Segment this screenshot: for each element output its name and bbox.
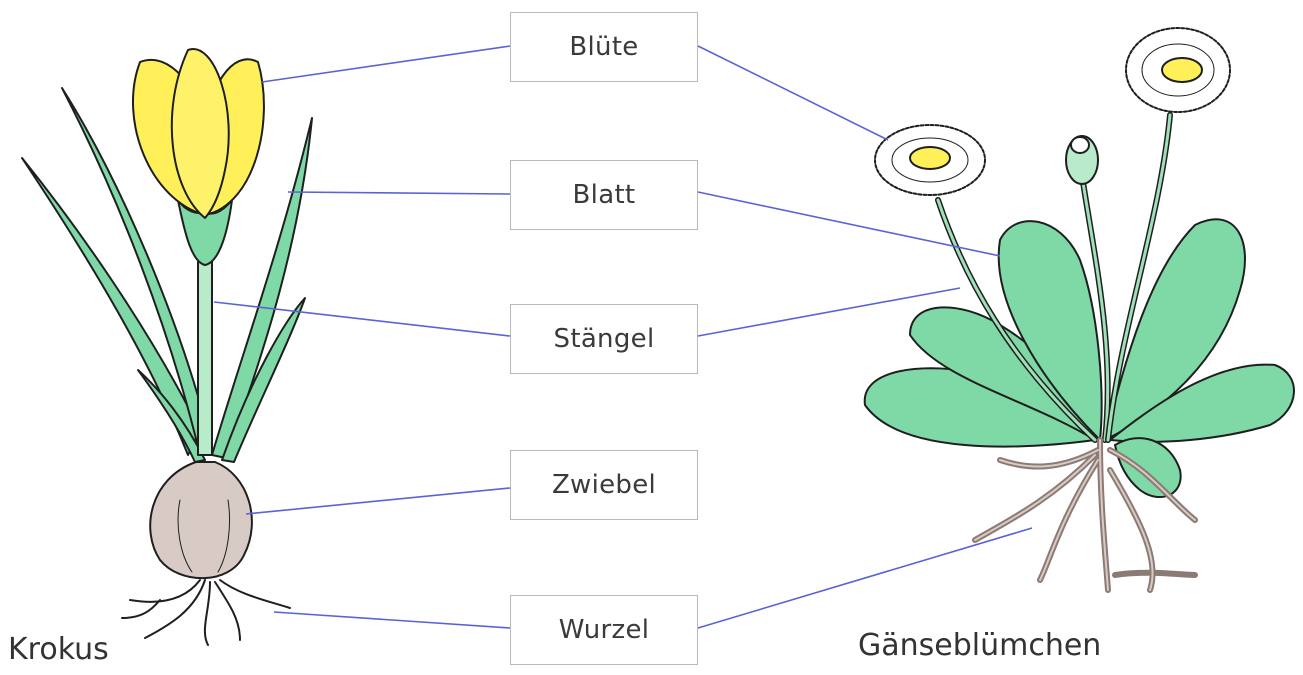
crocus-leaf	[211, 117, 313, 459]
daisy-leaf	[1104, 218, 1246, 441]
crocus-petal	[170, 48, 230, 219]
connector-bluete-daisy	[697, 45, 889, 141]
crocus-leaf	[221, 297, 306, 463]
daisy-leaf	[1114, 437, 1182, 499]
label-blatt-text: Blatt	[572, 180, 636, 210]
crocus-leaf	[61, 87, 211, 456]
caption-crocus: Krokus	[8, 632, 109, 667]
connector-lines	[213, 45, 1033, 629]
label-zwiebel: Zwiebel	[510, 450, 698, 520]
label-zwiebel-text: Zwiebel	[551, 470, 657, 500]
label-bluete-text: Blüte	[569, 32, 639, 62]
crocus-stem	[197, 261, 213, 456]
daisy-bud	[1065, 135, 1099, 185]
connector-wurzel-crocus	[273, 611, 511, 629]
connector-staengel-daisy	[697, 287, 961, 337]
connector-blatt-daisy	[697, 191, 1001, 257]
connector-staengel-crocus	[213, 301, 511, 337]
connector-zwiebel-crocus	[245, 487, 511, 515]
connector-bluete-crocus	[261, 45, 511, 83]
daisy-leaf	[1109, 363, 1295, 443]
crocus-leaf	[137, 369, 206, 463]
connector-wurzel-daisy	[697, 527, 1033, 629]
crocus-leaf	[21, 157, 201, 456]
daisy-leaf	[997, 220, 1103, 441]
label-wurzel-text: Wurzel	[558, 615, 650, 645]
label-staengel: Stängel	[510, 304, 698, 374]
label-bluete: Blüte	[510, 12, 698, 82]
connector-blatt-crocus	[287, 191, 511, 195]
crocus-bulb	[149, 461, 253, 580]
daisy-illustration	[863, 27, 1295, 593]
crocus-illustration	[21, 48, 313, 646]
label-staengel-text: Stängel	[553, 324, 655, 354]
daisy-flower-head	[874, 124, 986, 196]
label-blatt: Blatt	[510, 160, 698, 230]
caption-daisy: Gänseblümchen	[858, 628, 1102, 663]
label-wurzel: Wurzel	[510, 595, 698, 665]
daisy-flower-head	[1125, 27, 1231, 113]
crocus-roots	[121, 579, 291, 646]
